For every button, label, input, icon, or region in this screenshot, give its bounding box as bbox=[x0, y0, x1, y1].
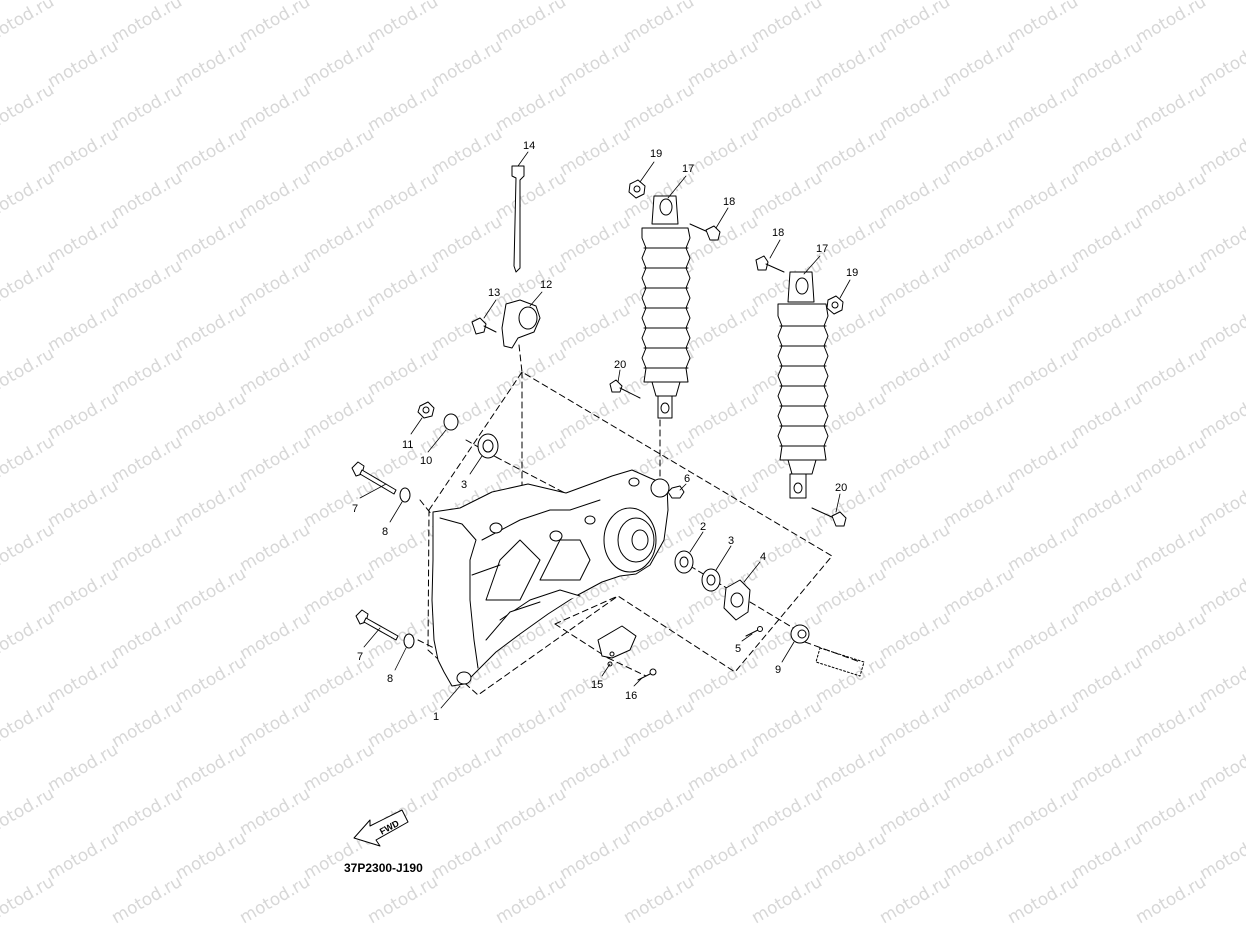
callout-6: 6 bbox=[684, 473, 690, 485]
callout-18-left: 18 bbox=[723, 196, 735, 208]
nut-11 bbox=[417, 401, 435, 419]
callout-16: 16 bbox=[625, 690, 637, 702]
bracket-12 bbox=[501, 299, 541, 349]
callout-10: 10 bbox=[420, 455, 432, 467]
callout-11: 11 bbox=[402, 439, 413, 451]
callout-19-left: 19 bbox=[650, 148, 662, 160]
leader-lines bbox=[359, 151, 851, 709]
bolt-20-left bbox=[609, 379, 641, 399]
bolt-13 bbox=[471, 317, 497, 335]
callout-labels: 1 2 3 3 4 5 6 7 7 8 8 9 10 11 12 13 14 1… bbox=[352, 140, 858, 723]
callout-8-upper: 8 bbox=[382, 526, 388, 538]
screw-5 bbox=[745, 626, 763, 637]
shock-absorber-17-right bbox=[777, 271, 829, 499]
cable-tie-14 bbox=[511, 165, 525, 273]
callout-17-left: 17 bbox=[682, 163, 694, 175]
callout-15: 15 bbox=[591, 679, 603, 691]
oil-seal-3 bbox=[701, 568, 721, 592]
callout-2: 2 bbox=[700, 521, 706, 533]
bolt-18-right bbox=[755, 255, 785, 273]
washer-8-upper bbox=[399, 487, 411, 503]
callout-20-left: 20 bbox=[614, 359, 626, 371]
shock-absorber-17-left bbox=[641, 195, 691, 419]
callout-14: 14 bbox=[523, 140, 535, 152]
diagram-code: 37P2300-J190 bbox=[344, 861, 423, 875]
bearing-2 bbox=[674, 550, 694, 574]
forward-arrow-icon: FWD bbox=[353, 809, 409, 847]
callout-12: 12 bbox=[540, 279, 552, 291]
plate-4 bbox=[723, 579, 751, 621]
bolt-18-left bbox=[689, 223, 721, 241]
nut-6 bbox=[667, 485, 685, 499]
nut-19-right bbox=[826, 295, 844, 315]
callout-5: 5 bbox=[735, 643, 741, 655]
bolt-7-lower bbox=[355, 609, 399, 641]
rear-arm-body bbox=[431, 469, 670, 687]
callout-9: 9 bbox=[775, 664, 781, 676]
callout-17-right: 17 bbox=[816, 243, 828, 255]
guard-bracket-15 bbox=[597, 625, 637, 667]
bolt-7-upper bbox=[351, 461, 397, 495]
collar-10 bbox=[443, 413, 459, 431]
callout-13: 13 bbox=[488, 287, 500, 299]
callout-8-lower: 8 bbox=[387, 673, 393, 685]
axle-end bbox=[815, 647, 865, 677]
nut-19-left bbox=[628, 179, 646, 199]
callout-1: 1 bbox=[433, 711, 439, 723]
callout-7-lower: 7 bbox=[357, 651, 363, 663]
callout-3-right: 3 bbox=[728, 535, 734, 547]
callout-3-left: 3 bbox=[461, 479, 467, 491]
oil-seal-3-upper bbox=[477, 433, 499, 459]
callout-18-right: 18 bbox=[772, 227, 784, 239]
washer-8-lower bbox=[403, 633, 415, 649]
callout-7-upper: 7 bbox=[352, 503, 358, 515]
screw-16 bbox=[637, 668, 657, 681]
callout-19-right: 19 bbox=[846, 267, 858, 279]
callout-4: 4 bbox=[760, 551, 766, 563]
collar-9 bbox=[790, 624, 810, 644]
callout-20-right: 20 bbox=[835, 482, 847, 494]
bolt-20-right bbox=[811, 507, 847, 527]
